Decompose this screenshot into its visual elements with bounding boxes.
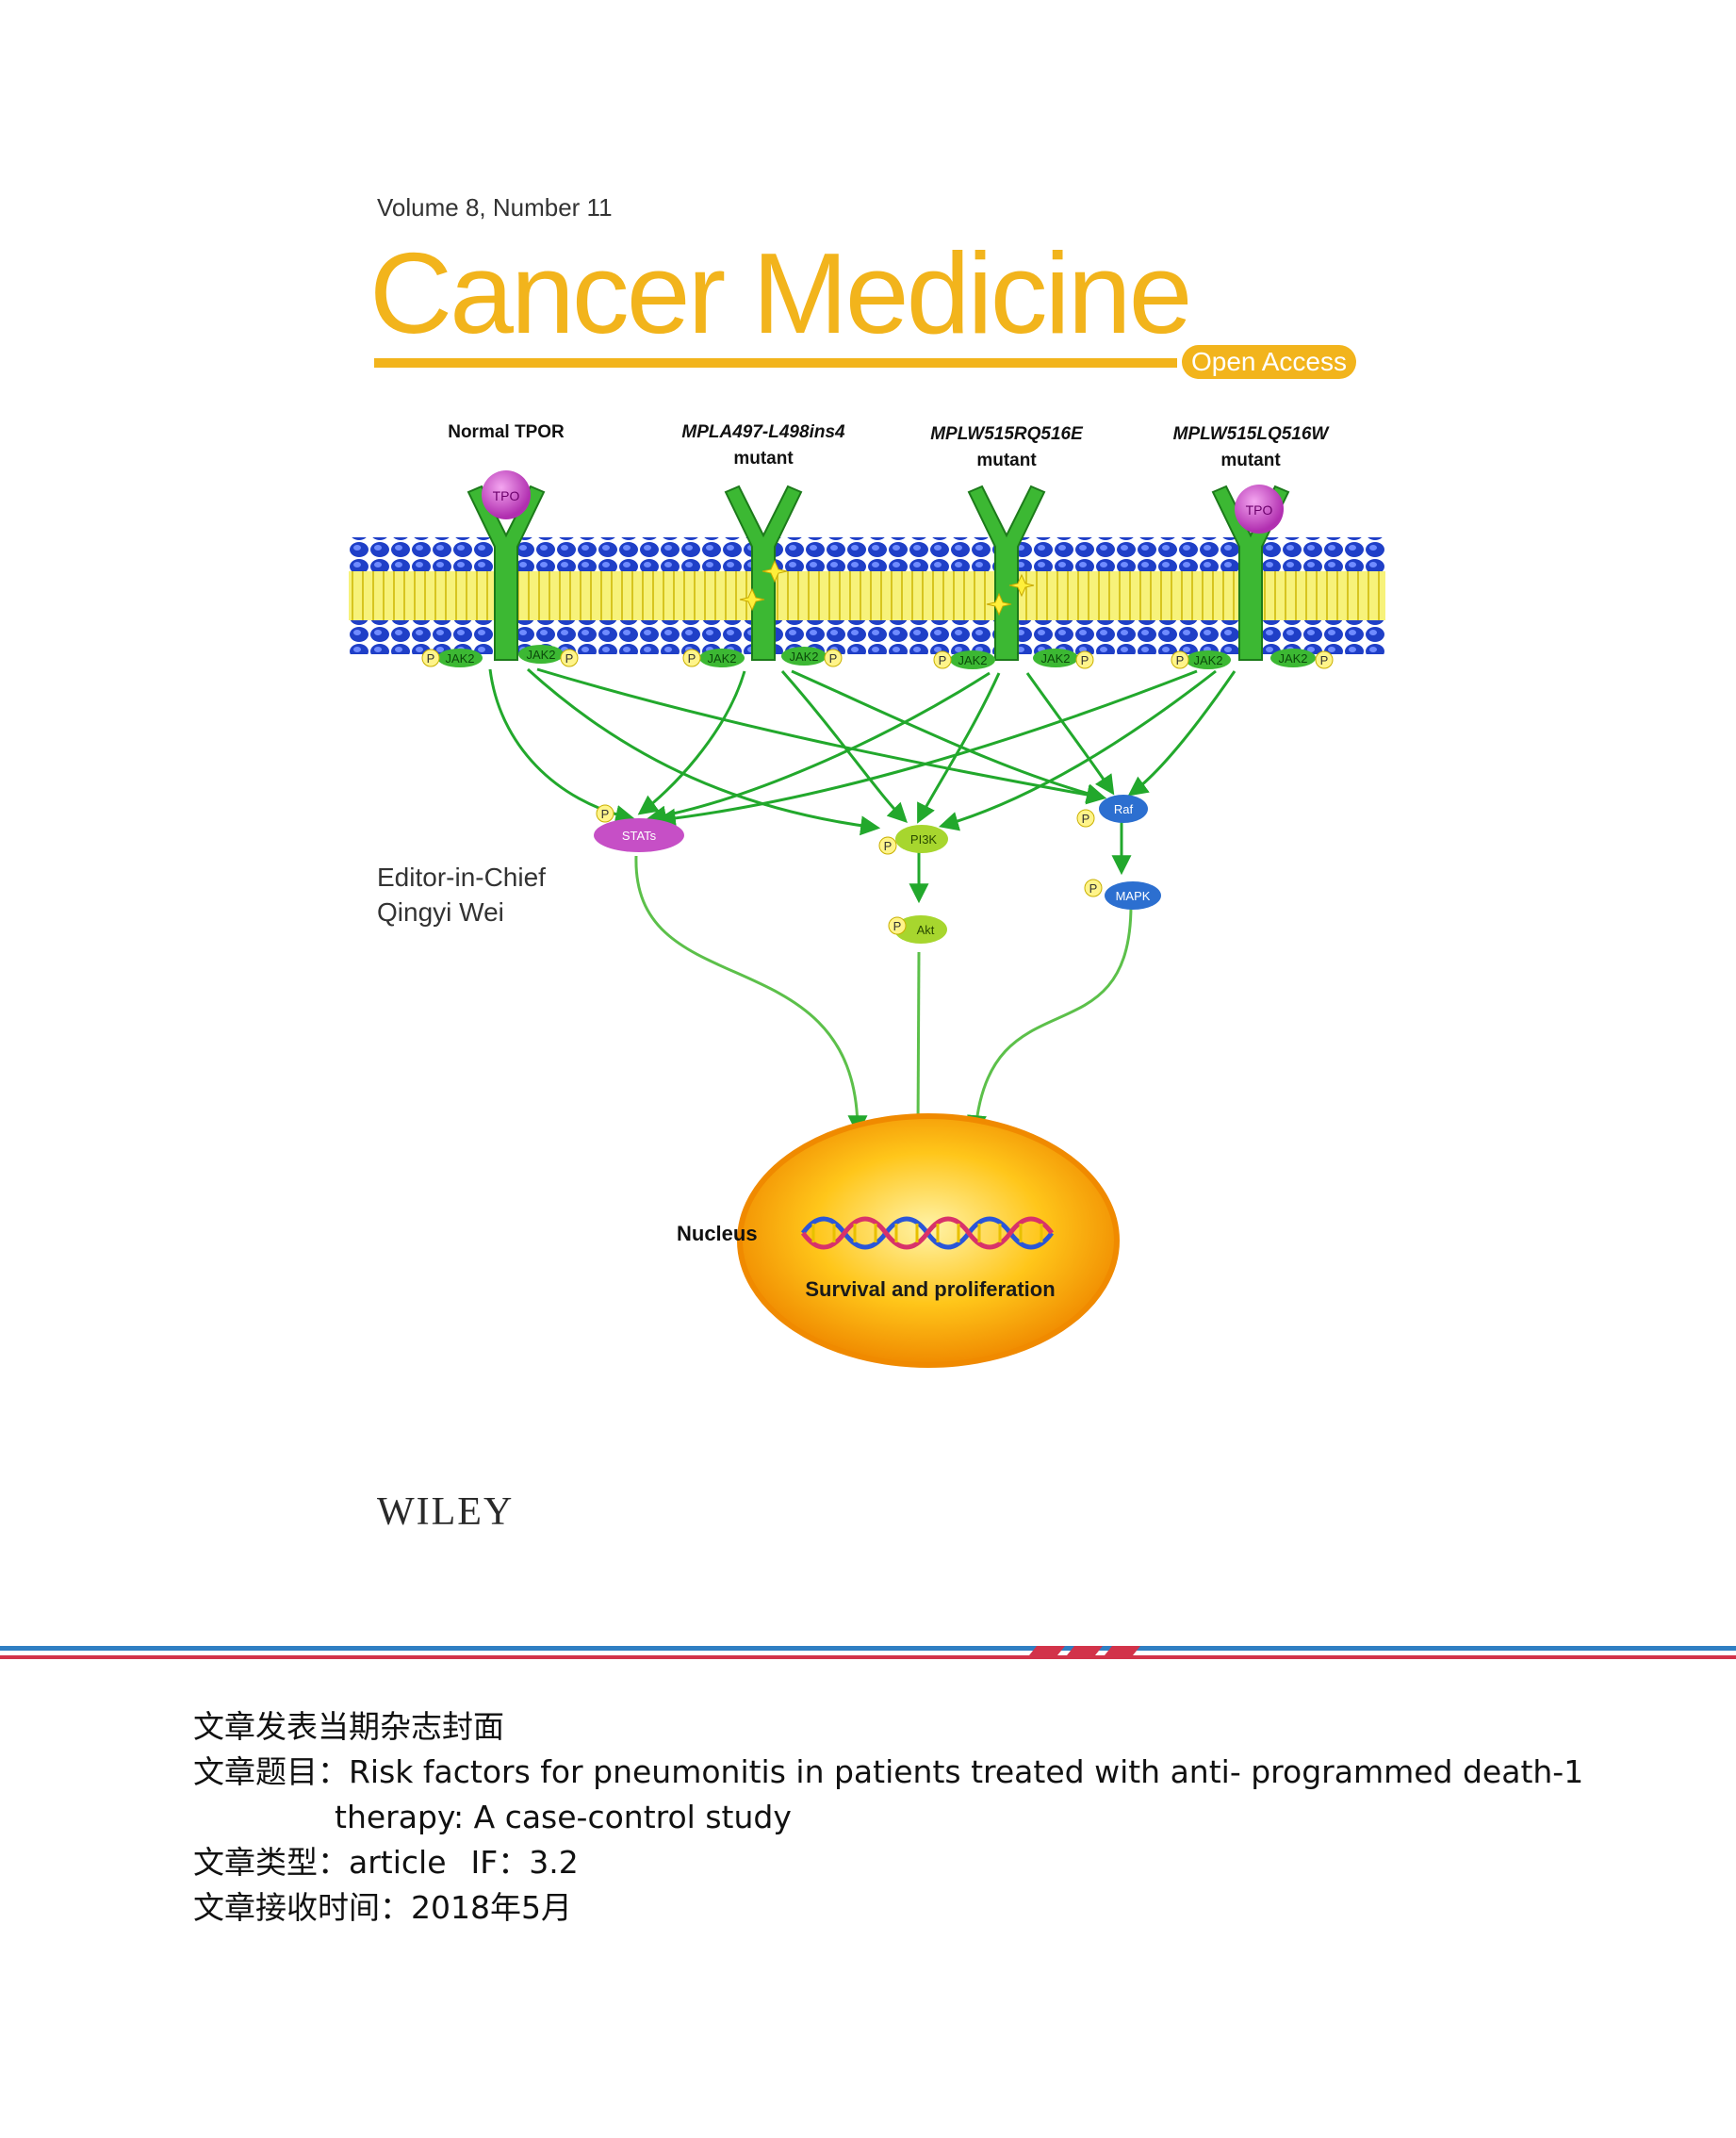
impact-factor-label: IF： <box>470 1844 530 1881</box>
outcome-label: Survival and proliferation <box>805 1277 1055 1301</box>
receptor-label-w515lq: MPLW515LQ516W <box>1173 424 1331 444</box>
jak2-pair-w515lq: JAK2 P JAK2 P <box>1171 649 1334 669</box>
nucleus: Nucleus Surv <box>677 1113 1120 1368</box>
received-date-row: 文章接收时间：2018年5月 <box>193 1885 1583 1931</box>
jak2-pair-w515rq: JAK2 P JAK2 P <box>933 649 1094 669</box>
article-title-label: 文章题目： <box>193 1753 349 1790</box>
receptor-label-mpla497-sub: mutant <box>733 449 794 469</box>
svg-text:P: P <box>1320 653 1329 667</box>
section-divider <box>0 1646 1736 1659</box>
tpo-ligand-w515lq <box>1235 485 1284 534</box>
akt-node: Akt P <box>888 915 947 944</box>
svg-text:STATs: STATs <box>622 829 657 843</box>
svg-text:JAK2: JAK2 <box>789 650 818 664</box>
tpo-ligands: TPO TPO <box>482 470 1284 534</box>
article-type-label: 文章类型： <box>193 1844 349 1881</box>
impact-factor-value: 3.2 <box>529 1844 579 1881</box>
svg-text:P: P <box>829 651 838 666</box>
svg-text:JAK2: JAK2 <box>526 648 555 662</box>
receptors <box>467 485 1290 661</box>
article-type-value: article <box>349 1844 447 1881</box>
receptor-label-normal: Normal TPOR <box>448 422 565 442</box>
article-info: 文章发表当期杂志封面 文章题目：Risk factors for pneumon… <box>193 1704 1583 1931</box>
svg-text:JAK2: JAK2 <box>1193 653 1222 667</box>
stats-node: STATs P <box>594 804 684 852</box>
article-title-line2: therapy: A case-control study <box>335 1799 792 1835</box>
journal-title: Cancer Medicine <box>369 229 1192 357</box>
mutation-star-icons <box>739 559 1035 617</box>
svg-text:P: P <box>601 807 610 821</box>
svg-text:PI3K: PI3K <box>910 832 938 847</box>
svg-text:P: P <box>427 651 435 666</box>
svg-text:JAK2: JAK2 <box>707 651 736 666</box>
article-title-line1: Risk factors for pneumonitis in patients… <box>349 1753 1584 1790</box>
svg-text:MAPK: MAPK <box>1116 889 1151 903</box>
mapk-node: MAPK P <box>1084 879 1161 910</box>
editor-in-chief-label: Editor-in-Chief <box>377 863 546 892</box>
svg-text:P: P <box>884 839 893 853</box>
receptor-label-mpla497: MPLA497-L498ins4 <box>681 422 845 442</box>
article-type-row: 文章类型：article IF：3.2 <box>193 1840 1583 1885</box>
svg-text:Akt: Akt <box>917 923 935 937</box>
article-title-row: 文章题目：Risk factors for pneumonitis in pat… <box>193 1750 1583 1795</box>
svg-text:P: P <box>1082 812 1090 826</box>
jak2-proteins: JAK2 P JAK2 P JAK2 P JAK2 P JAK2 <box>421 645 1334 669</box>
cell-membrane <box>349 537 1385 654</box>
receptor-mpla497 <box>724 485 803 661</box>
publisher-logo: WILEY <box>377 1490 515 1534</box>
svg-text:P: P <box>1089 881 1098 896</box>
svg-text:P: P <box>565 651 574 666</box>
svg-text:P: P <box>1081 653 1089 667</box>
received-label: 文章接收时间： <box>193 1889 411 1926</box>
svg-text:JAK2: JAK2 <box>1040 651 1070 666</box>
receptor-label-w515lq-sub: mutant <box>1220 451 1281 470</box>
journal-cover: Volume 8, Number 11 Cancer Medicine Open… <box>349 193 1385 1534</box>
tpo-label-normal: TPO <box>493 488 520 503</box>
svg-text:P: P <box>893 919 902 933</box>
tpo-ligand-normal <box>482 470 531 519</box>
signaling-arrows <box>488 667 1236 904</box>
jak2-pair-mpla497: JAK2 P JAK2 P <box>682 647 843 667</box>
svg-text:P: P <box>688 651 696 666</box>
open-access-badge: Open Access <box>1182 345 1356 379</box>
svg-text:P: P <box>939 653 947 667</box>
signaling-pathway-figure: Normal TPOR MPLA497-L498ins4 mutant MPLW… <box>349 422 1385 1368</box>
receptor-label-w515rq-sub: mutant <box>976 451 1037 470</box>
editor-in-chief-name: Qingyi Wei <box>377 897 504 927</box>
nucleus-label: Nucleus <box>677 1222 758 1245</box>
volume-issue: Volume 8, Number 11 <box>377 193 613 222</box>
tpo-label-w515lq: TPO <box>1246 502 1273 518</box>
receptor-labels: Normal TPOR MPLA497-L498ins4 mutant MPLW… <box>448 422 1330 470</box>
pi3k-node: PI3K P <box>878 825 948 855</box>
title-underline <box>374 358 1177 368</box>
dna-helix-icon <box>800 1216 1055 1250</box>
svg-text:JAK2: JAK2 <box>958 653 987 667</box>
nucleus-arrows <box>634 855 1133 1136</box>
received-value: 2018年5月 <box>411 1889 572 1926</box>
receptor-label-w515rq: MPLW515RQ516E <box>930 424 1084 444</box>
svg-text:JAK2: JAK2 <box>445 651 474 666</box>
svg-text:Raf: Raf <box>1114 802 1134 816</box>
svg-text:JAK2: JAK2 <box>1278 651 1307 666</box>
receptor-w515rq <box>967 485 1046 661</box>
raf-node: Raf P <box>1076 795 1148 828</box>
jak2-pair-normal: JAK2 P JAK2 P <box>421 645 579 667</box>
pathway-nodes: STATs P PI3K P Akt P Raf P <box>594 795 1161 944</box>
svg-text:P: P <box>1176 653 1185 667</box>
info-heading: 文章发表当期杂志封面 <box>193 1708 504 1745</box>
